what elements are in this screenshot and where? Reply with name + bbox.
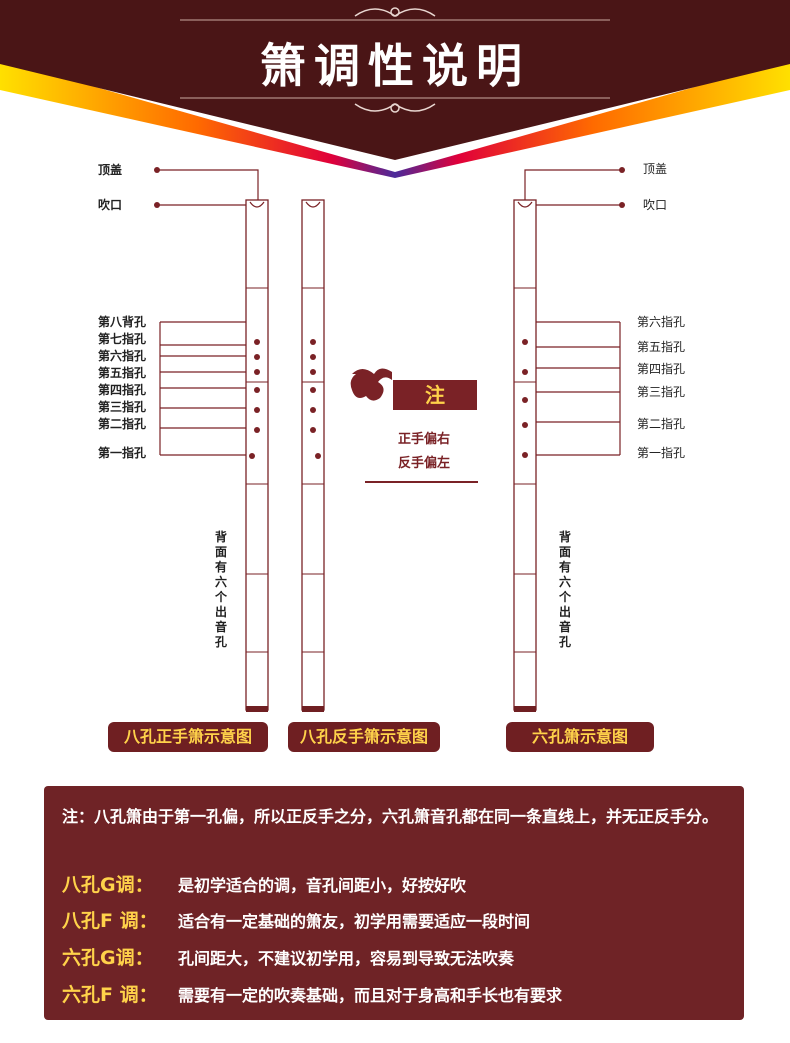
label-six-hole-3: 第三指孔: [637, 385, 686, 399]
caption-eight-hole-right-hand: 八孔正手箫示意图: [108, 722, 268, 752]
label-hole-4: 第四指孔: [98, 383, 147, 397]
note-row-6-f: 六孔F 调： 需要有一定的吹奏基础，而且对于身高和手长也有要求: [62, 980, 742, 1007]
note-key: 六孔G调：: [62, 947, 154, 969]
label-six-hole-4: 第四指孔: [637, 362, 686, 376]
note-badge: 注: [393, 380, 477, 410]
caption-eight-hole-left-hand: 八孔反手箫示意图: [288, 722, 440, 752]
note-row-8-g: 八孔G调： 是初学适合的调，音孔间距小，好按好吹: [62, 870, 742, 897]
note-row-6-g: 六孔G调： 孔间距大，不建议初学用，容易到导致无法吹奏: [62, 943, 742, 970]
label-hole-2: 第二指孔: [98, 417, 147, 431]
label-mouth-left: 吹口: [98, 198, 123, 212]
label-top-cap-right: 顶盖: [643, 162, 668, 176]
label-mouth-right: 吹口: [643, 198, 668, 212]
label-six-hole-2: 第二指孔: [637, 417, 686, 431]
label-top-cap-left: 顶盖: [98, 163, 123, 177]
notes-intro: 注：八孔箫由于第一孔偏，所以正反手之分，六孔箫音孔都在同一条直线上，并无正反手分…: [62, 807, 719, 826]
page-title: 箫调性说明: [260, 39, 530, 93]
note-key: 八孔G调：: [62, 874, 154, 896]
note-line-left-hand: 反手偏左: [398, 456, 451, 471]
note-text: 需要有一定的吹奏基础，而且对于身高和手长也有要求: [178, 986, 563, 1005]
back-holes-note-right: 背面有六个出音孔: [558, 530, 571, 649]
label-hole-3: 第三指孔: [98, 400, 147, 414]
note-row-8-f: 八孔F 调： 适合有一定基础的箫友，初学用需要适应一段时间: [62, 906, 742, 933]
ornament-icon: [354, 7, 436, 113]
note-line-right-hand: 正手偏右: [398, 432, 451, 447]
label-hole-5: 第五指孔: [98, 366, 147, 380]
label-hole-8-back: 第八背孔: [98, 315, 147, 329]
label-hole-6: 第六指孔: [98, 349, 147, 363]
note-text: 孔间距大，不建议初学用，容易到导致无法吹奏: [178, 949, 515, 968]
label-six-hole-6: 第六指孔: [637, 315, 686, 329]
back-holes-note-left: 背面有六个出音孔: [214, 530, 227, 649]
flute-diagram: [154, 167, 625, 712]
notes-panel: [44, 786, 744, 1020]
label-six-hole-5: 第五指孔: [637, 340, 686, 354]
label-hole-7: 第七指孔: [98, 332, 147, 346]
note-text: 是初学适合的调，音孔间距小，好按好吹: [178, 876, 467, 895]
note-key: 六孔F 调：: [62, 984, 158, 1006]
caption-six-hole: 六孔箫示意图: [506, 722, 654, 752]
note-text: 适合有一定基础的箫友，初学用需要适应一段时间: [178, 912, 531, 931]
header-banner: [0, 0, 790, 178]
label-hole-1: 第一指孔: [98, 446, 147, 460]
label-six-hole-1: 第一指孔: [637, 446, 686, 460]
note-key: 八孔F 调：: [62, 910, 158, 932]
cloud-ornament-icon: [350, 368, 392, 401]
